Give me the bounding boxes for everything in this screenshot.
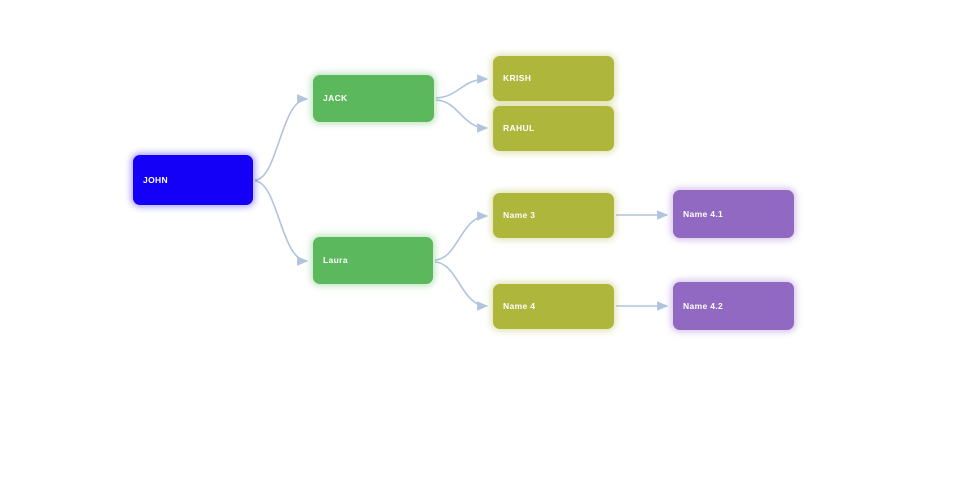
node-label-name4: Name 4 — [503, 301, 536, 312]
node-krish[interactable]: KRISH — [493, 56, 614, 101]
node-label-name3: Name 3 — [503, 210, 536, 221]
node-name3[interactable]: Name 3 — [493, 193, 614, 238]
node-jack[interactable]: JACK — [313, 75, 434, 122]
node-label-name41: Name 4.1 — [683, 208, 724, 219]
node-rahul[interactable]: RAHUL — [493, 106, 614, 151]
edge-laura-name3 — [434, 211, 489, 261]
node-label-krish: KRISH — [503, 73, 532, 84]
edge-jack-rahul — [435, 99, 489, 133]
edge-jack-krish — [435, 74, 489, 99]
node-label-name42: Name 4.2 — [683, 300, 724, 311]
edge-john-laura — [254, 180, 309, 266]
node-label-rahul: RAHUL — [503, 123, 535, 134]
node-label-laura: Laura — [323, 255, 348, 266]
edge-laura-name4 — [434, 261, 489, 311]
node-name4[interactable]: Name 4 — [493, 284, 614, 329]
node-label-john: JOHN — [143, 174, 169, 185]
node-name42[interactable]: Name 4.2 — [673, 282, 794, 330]
node-john[interactable]: JOHN — [133, 155, 253, 205]
node-laura[interactable]: Laura — [313, 237, 433, 284]
node-label-jack: JACK — [323, 93, 348, 104]
node-name41[interactable]: Name 4.1 — [673, 190, 794, 238]
edge-john-jack — [254, 94, 309, 181]
